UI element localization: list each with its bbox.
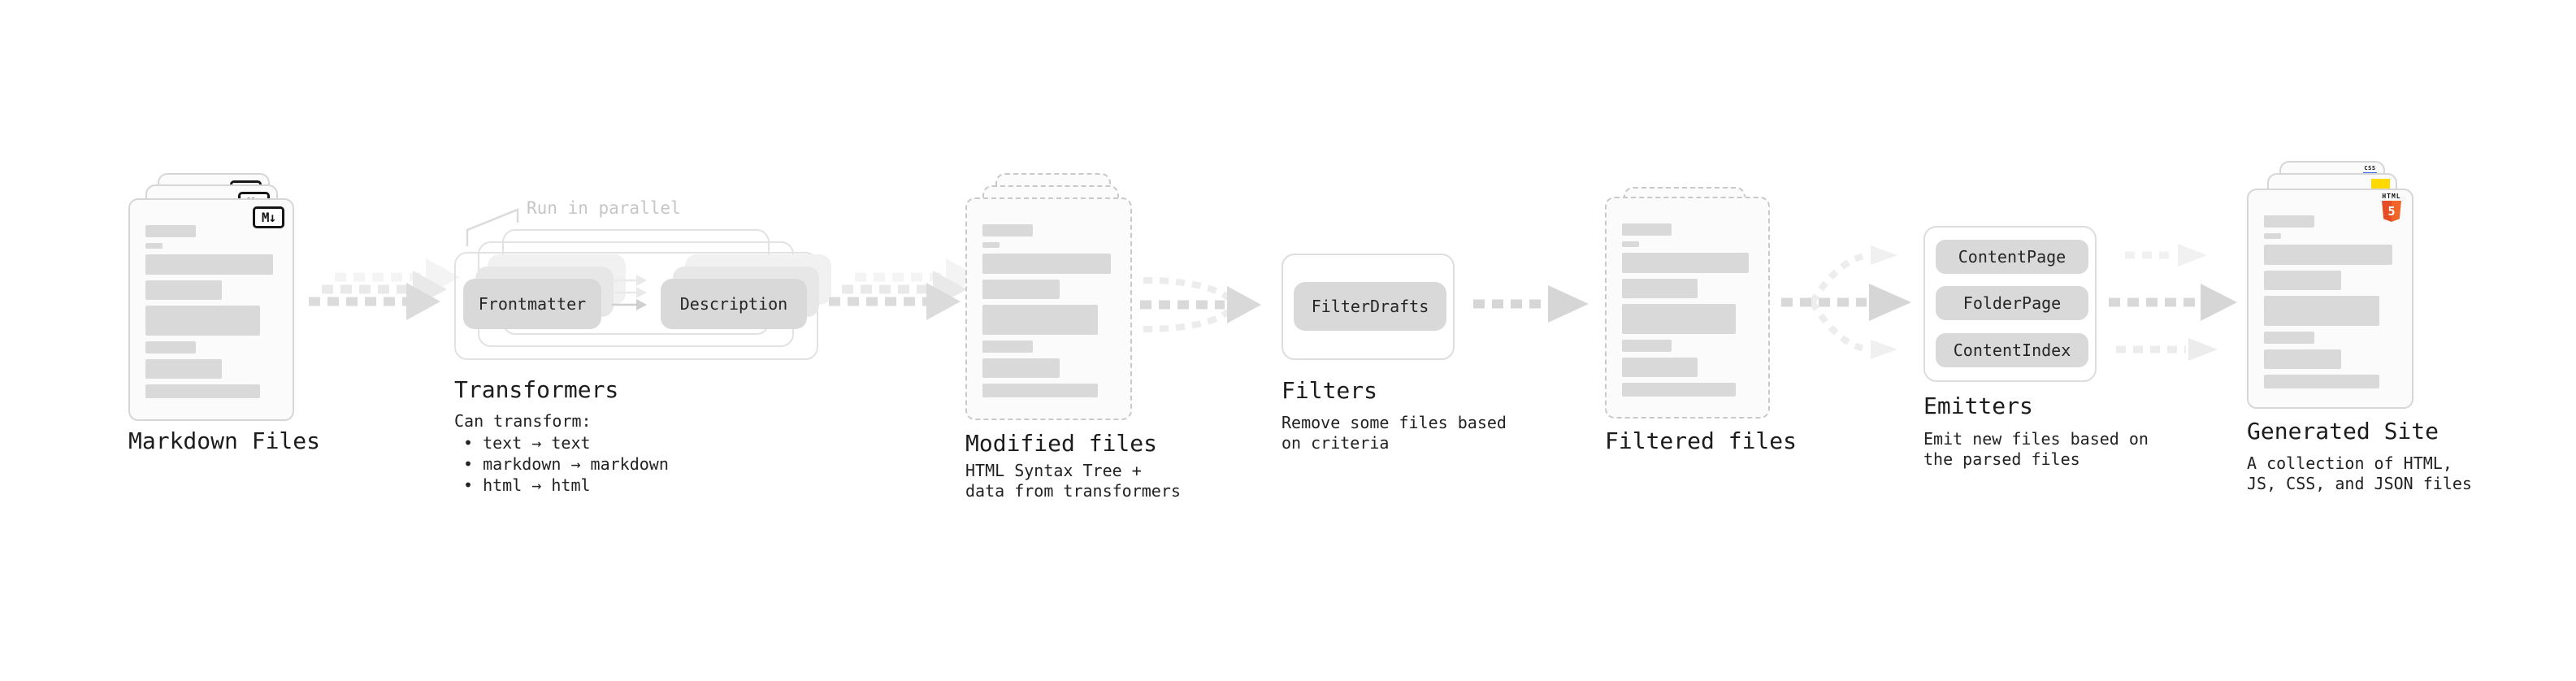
filtered-file-front (1605, 197, 1770, 419)
skeleton-bar (982, 224, 1033, 236)
stage-label-generated-site: Generated Site (2247, 418, 2439, 445)
run-in-parallel-annotation: Run in parallel (527, 198, 681, 218)
skeleton-bar (1622, 253, 1750, 273)
chip-to-chip-arrows-icon (612, 275, 647, 310)
skeleton-bar (145, 243, 163, 249)
skeleton-bar (1622, 304, 1737, 334)
markdown-icon: M↓ (253, 206, 284, 228)
emitters-desc-line: the parsed files (1923, 449, 2080, 469)
html5-icon: HTML 5 (2381, 193, 2402, 222)
arrow-markdown-to-transformers-icon (309, 258, 460, 320)
contentpage-chip: ContentPage (1936, 240, 2088, 274)
stage-label-modified-files: Modified files (965, 430, 1158, 457)
emitters-desc-line: Emit new files based on (1923, 429, 2149, 449)
skeleton-bar (145, 254, 274, 275)
arrow-modified-to-filters-icon (1140, 277, 1261, 332)
js-icon (2371, 179, 2390, 190)
skeleton-bar (982, 242, 1000, 248)
generated-desc-line: JS, CSS, and JSON files (2247, 474, 2472, 493)
skeleton-bar (982, 340, 1033, 353)
skeleton-bar (145, 306, 260, 336)
stage-label-markdown-files: Markdown Files (128, 427, 321, 454)
skeleton-bar (2264, 296, 2379, 326)
skeleton-bar (1622, 358, 1698, 377)
skeleton-bar (145, 225, 196, 237)
document-skeleton (982, 224, 1115, 397)
callout-line-icon (466, 208, 519, 246)
folderpage-chip: FolderPage (1936, 286, 2088, 320)
description-chip: Description (661, 279, 807, 329)
skeleton-bar (982, 358, 1060, 378)
skeleton-bar (2264, 375, 2379, 388)
skeleton-bar (982, 254, 1112, 274)
stage-label-transformers: Transformers (454, 376, 619, 403)
skeleton-bar (1622, 279, 1698, 298)
skeleton-bar (2264, 349, 2341, 369)
skeleton-bar (982, 305, 1098, 335)
filterdrafts-chip: FilterDrafts (1294, 282, 1446, 331)
transformers-desc-title: Can transform: (454, 411, 592, 431)
emitters-panel: ContentPage FolderPage ContentIndex (1923, 226, 2097, 382)
skeleton-bar (145, 359, 222, 379)
arrow-filters-to-filtered-icon (1473, 285, 1589, 323)
document-skeleton (1622, 223, 1753, 397)
skeleton-bar (2264, 271, 2341, 290)
skeleton-bar (982, 384, 1098, 397)
skeleton-bar (145, 341, 196, 354)
skeleton-bar (1622, 223, 1672, 236)
transformers-bullet: • text → text (463, 433, 591, 453)
filters-desc-line: Remove some files based (1281, 413, 1507, 432)
skeleton-bar (982, 280, 1060, 299)
skeleton-bar (2264, 215, 2314, 228)
html-file: HTML 5 (2247, 189, 2413, 409)
skeleton-bar (1622, 383, 1737, 397)
filters-desc-line: on criteria (1281, 433, 1390, 453)
contentindex-chip: ContentIndex (1936, 333, 2088, 367)
transformers-bullet: • html → html (463, 475, 591, 495)
transformers-bullet: • markdown → markdown (463, 454, 669, 474)
skeleton-bar (145, 384, 260, 398)
modified-desc-line: data from transformers (965, 481, 1181, 501)
modified-file-front (965, 197, 1132, 420)
arrow-transformers-to-modified-icon (829, 258, 980, 320)
arrow-emitters-to-generated-icon (2109, 244, 2237, 361)
generated-desc-line: A collection of HTML, (2247, 453, 2452, 473)
document-skeleton (145, 225, 277, 398)
filters-panel: FilterDrafts (1281, 254, 1455, 360)
stage-label-emitters: Emitters (1923, 393, 2033, 419)
frontmatter-chip: Frontmatter (463, 279, 601, 329)
skeleton-bar (2264, 245, 2393, 265)
skeleton-bar (1622, 241, 1639, 247)
skeleton-bar (2264, 332, 2314, 344)
arrow-filtered-to-emitters-icon (1781, 245, 1911, 359)
skeleton-bar (2264, 233, 2282, 239)
skeleton-bar (1622, 340, 1672, 352)
document-skeleton (2264, 215, 2396, 388)
stage-label-filters: Filters (1281, 377, 1378, 404)
skeleton-bar (145, 280, 222, 300)
stage-label-filtered-files: Filtered files (1605, 427, 1798, 454)
modified-desc-line: HTML Syntax Tree + (965, 461, 1142, 480)
markdown-file-front: M↓ (128, 198, 294, 421)
